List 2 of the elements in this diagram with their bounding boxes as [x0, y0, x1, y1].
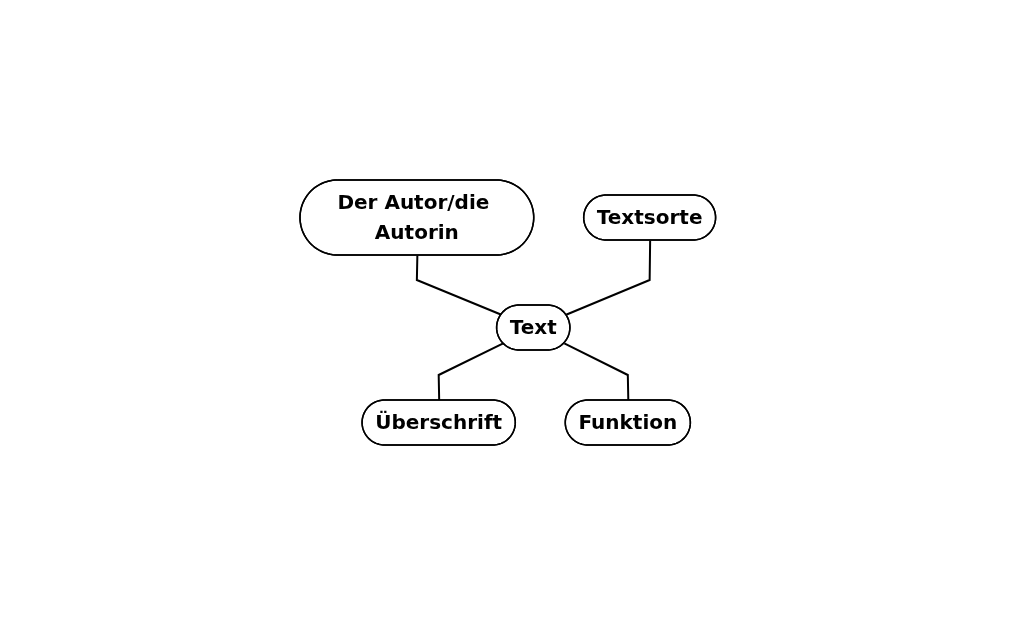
connector [416, 254, 503, 316]
connector [565, 239, 652, 316]
